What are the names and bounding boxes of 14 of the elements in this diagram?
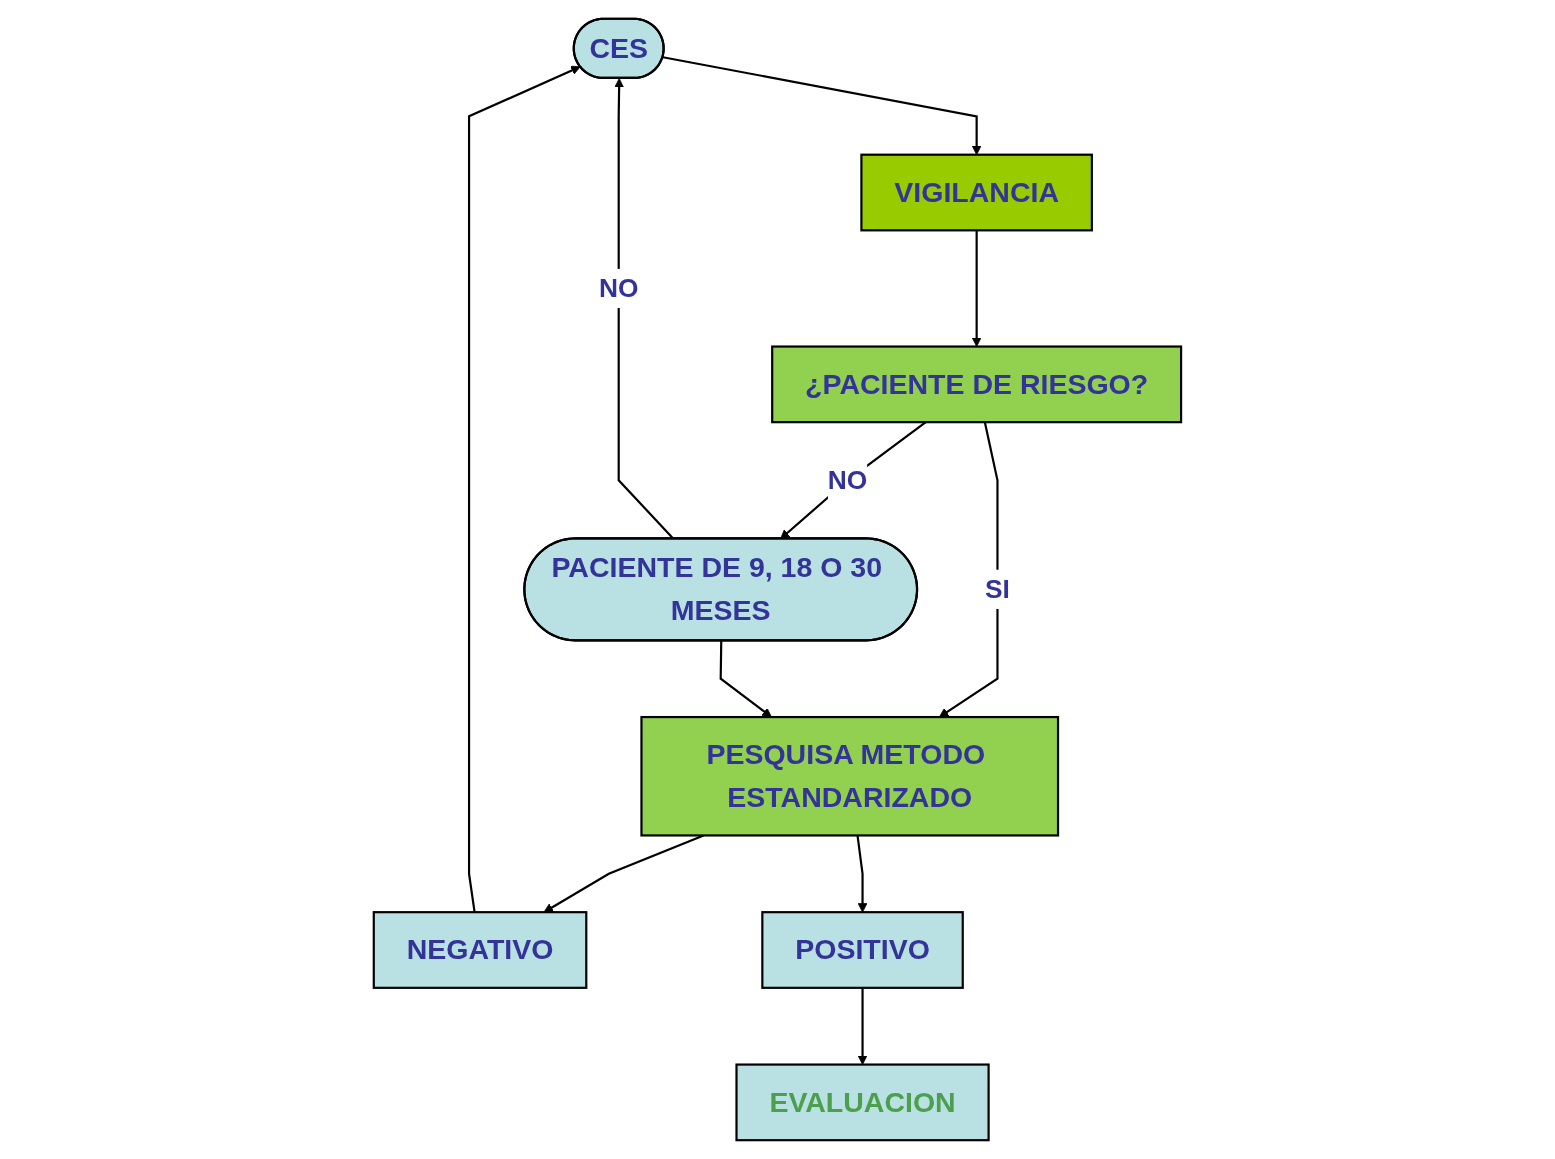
node-box: PESQUISA METODO ESTANDARIZADO [640, 716, 1060, 837]
node-box: POSITIVO [761, 911, 964, 989]
arrow [468, 65, 581, 913]
arrow [856, 835, 868, 913]
node-box: NEGATIVO [372, 911, 588, 989]
node-box: VIGILANCIA [860, 153, 1094, 232]
edge-label: NO [599, 273, 639, 303]
node-box: ¿PACIENTE DE RIESGO? [771, 345, 1183, 424]
arrow [719, 640, 772, 718]
edge-label: NO [827, 464, 868, 495]
node-box: EVALUACION [735, 1063, 990, 1142]
arrow [971, 230, 982, 347]
edge-label: SI [985, 574, 1010, 604]
arrow [857, 987, 868, 1065]
